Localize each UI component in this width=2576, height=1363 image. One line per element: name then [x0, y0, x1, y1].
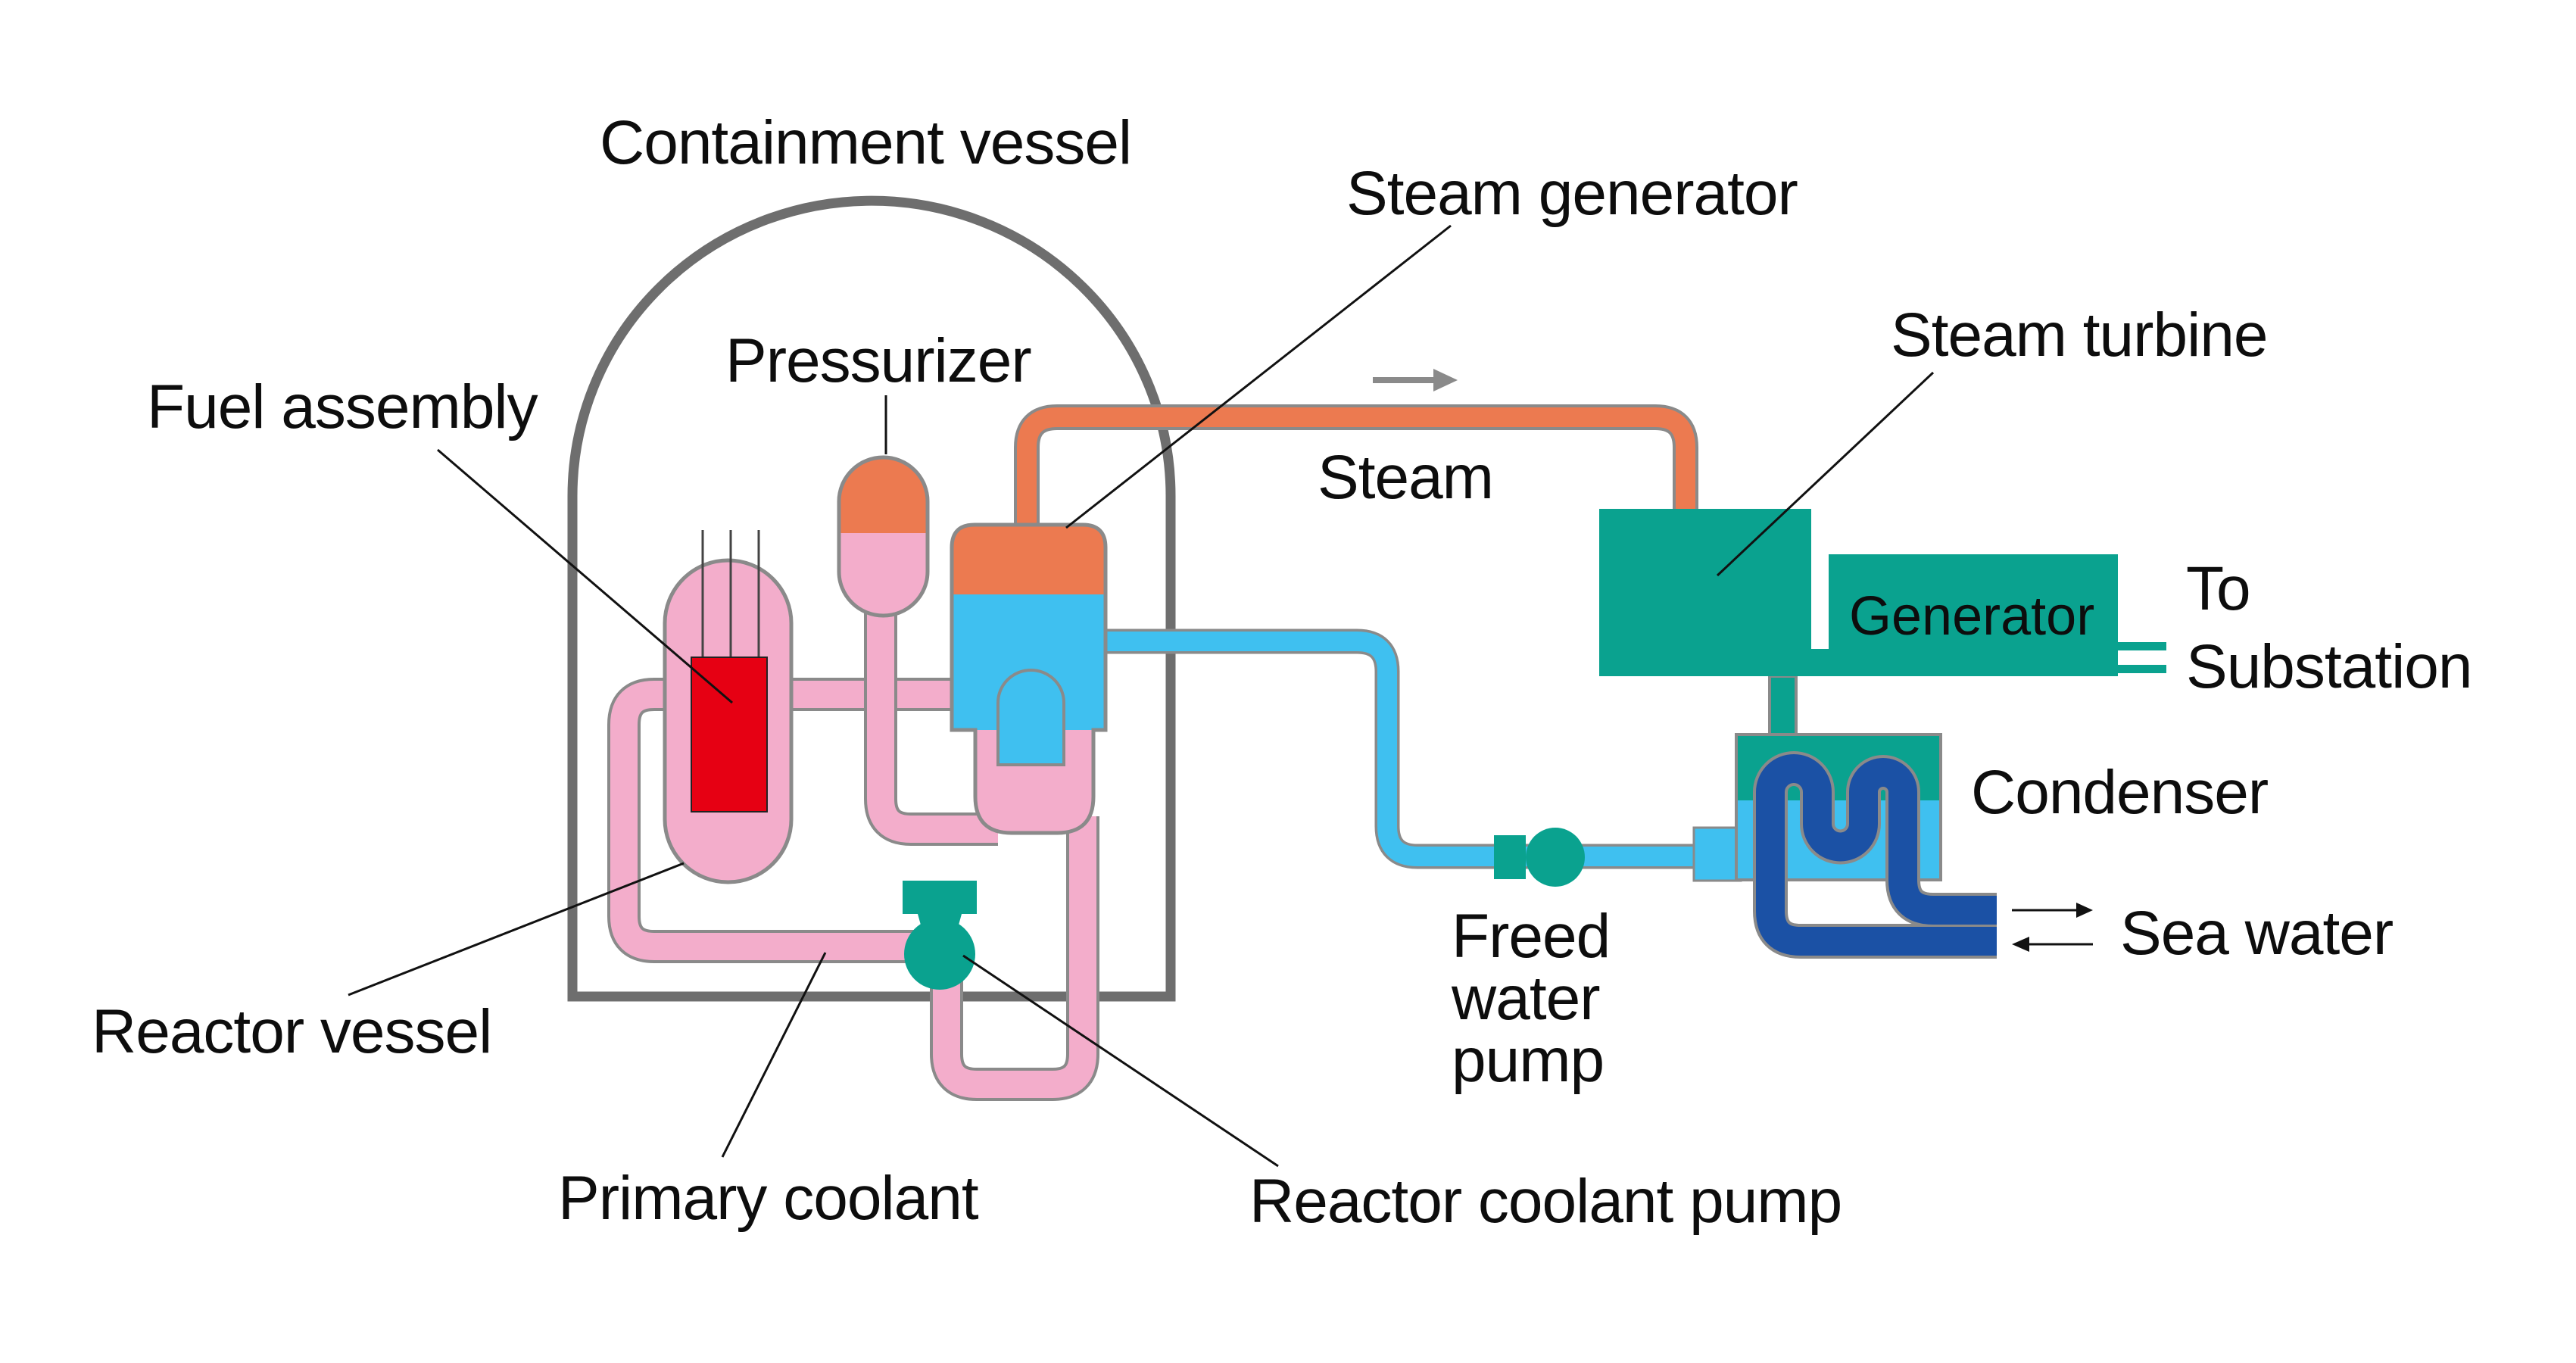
generator-body [1829, 554, 2118, 676]
fuel-assembly-label: Fuel assembly [147, 373, 538, 441]
steam-flow-arrow-icon [1373, 369, 1458, 391]
sea-water-in-arrow-icon [2012, 937, 2093, 952]
reactor-coolant-pump-leader-line [962, 954, 1279, 1168]
generator-label: Generator [1849, 586, 2095, 647]
reactor-vessel-label: Reactor vessel [92, 997, 492, 1066]
reactor-coolant-pump-label: Reactor coolant pump [1249, 1167, 1842, 1236]
freed-water-pump-line-3: pump [1452, 1026, 1605, 1095]
steam-generator [950, 522, 1108, 835]
sea-water-label: Sea water [2120, 899, 2394, 968]
pressurizer-surge-line-pipe [864, 606, 998, 846]
feed-water-pump [1494, 828, 1585, 887]
sea-water-out-arrow-icon [2012, 903, 2093, 918]
pressurizer-label: Pressurizer [725, 326, 1032, 395]
freed-water-pump-label: Freed water pump [1452, 902, 1611, 1095]
steam-turbine [1599, 509, 1811, 676]
steam-generator-leader-line [1065, 224, 1452, 529]
feed-water-pipe [1099, 628, 1707, 869]
steam-turbine-label: Steam turbine [1891, 301, 2268, 370]
containment-vessel-label: Containment vessel [600, 108, 1132, 177]
substation-power-lines-icon [2118, 642, 2166, 673]
pump-discharge-pipe [930, 816, 1099, 1101]
steam-pipe [1014, 404, 1698, 530]
freed-water-pump-line-2: water [1452, 964, 1601, 1033]
steam-generator-label: Steam generator [1346, 159, 1798, 228]
turbine-generator-coupling [1811, 649, 1829, 676]
reactor-coolant-pump [903, 881, 977, 990]
steam-generator-inner-dome [996, 669, 1065, 766]
condenser-inlet-flare [1692, 826, 1742, 882]
sea-water-pipe [1753, 751, 1997, 959]
fuel-assembly [691, 657, 768, 812]
primary-coolant-label: Primary coolant [558, 1164, 979, 1233]
to-substation-label: To Substation [2186, 550, 2472, 706]
condenser-label: Condenser [1971, 758, 2269, 827]
cold-leg-pipe [607, 678, 922, 963]
containment-vessel-outline [567, 195, 1176, 1002]
fuel-assembly-leader-line [437, 448, 733, 704]
primary-coolant-leader-line [721, 952, 827, 1158]
to-substation-line-2: Substation [2186, 632, 2472, 701]
control-rods [701, 530, 760, 663]
freed-water-pump-line-1: Freed [1452, 902, 1611, 971]
pressurizer [837, 455, 930, 618]
reactor-vessel-leader-line [348, 862, 685, 997]
steam-label: Steam [1318, 443, 1494, 512]
to-substation-line-1: To [2186, 554, 2251, 623]
turbine-condenser-shaft [1768, 675, 1798, 742]
steam-turbine-leader-line [1716, 371, 1935, 577]
